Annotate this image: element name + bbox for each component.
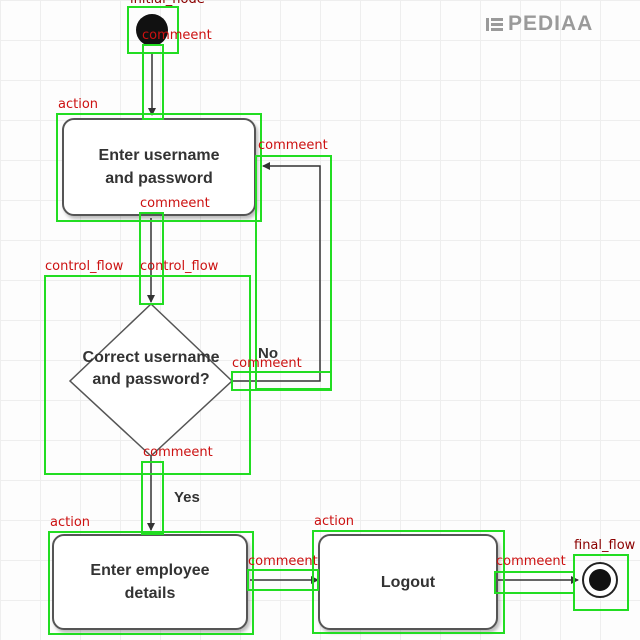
annotation-box-comment-loop: [255, 155, 332, 390]
annotation-label-action-logout: action: [314, 514, 355, 529]
edge-label-no: No: [258, 345, 278, 362]
annotation-box-comment-employee-logout: [247, 569, 319, 591]
edge-label-yes: Yes: [174, 489, 200, 506]
annotation-label-control-flow-a: control_flow: [45, 259, 124, 274]
decision-text: Correct username and password?: [82, 349, 220, 388]
action-logout-text: Logout: [380, 573, 436, 591]
annotation-label-comment-employee-logout: commeent: [248, 554, 318, 569]
action-enter-credentials-text: Enter username and password: [98, 147, 220, 187]
logo-text: PEDIAA: [508, 12, 594, 35]
action-enter-employee-text: Enter employee details: [90, 562, 210, 602]
annotation-label-initial-node: initial_node: [130, 0, 205, 7]
action-enter-credentials: Enter username and password: [62, 118, 256, 216]
annotation-box-action-logout: [312, 530, 505, 634]
annotation-box-control-flow: [44, 275, 251, 475]
decision-diamond: [68, 302, 234, 458]
annotation-label-comment-no: commeent: [232, 356, 302, 371]
annotation-label-comment-yes: commeent: [143, 445, 213, 460]
annotation-box-final-node: [573, 554, 629, 611]
annotation-label-comment-loop: commeent: [258, 138, 328, 153]
annotation-label-action-credentials: action: [58, 97, 99, 112]
pediaa-logo: PEDIAA: [486, 12, 593, 36]
annotation-box-comment-logout-final: [494, 571, 575, 594]
annotation-box-comment-no: [231, 371, 332, 391]
annotation-label-control-flow-b: control_flow: [140, 259, 219, 274]
edge-decision-no-loop: [232, 162, 321, 382]
annotation-label-comment-logout-final: commeent: [496, 554, 566, 569]
action-logout: Logout: [318, 534, 498, 630]
annotation-label-action-employee: action: [50, 515, 91, 530]
annotation-box-comment-mid: [139, 212, 164, 305]
annotation-box-action-credentials: [56, 113, 262, 222]
annotation-box-initial-node: [127, 6, 179, 54]
final-node-inner-dot: [589, 569, 611, 591]
initial-node-icon: [136, 14, 168, 46]
annotation-box-comment-yes: [141, 461, 164, 535]
pediaa-logo-icon: [486, 17, 503, 31]
annotation-box-action-employee: [48, 531, 254, 635]
action-enter-employee: Enter employee details: [52, 534, 248, 630]
annotation-label-comment-mid: commeent: [140, 196, 210, 211]
annotation-label-comment-top: commeent: [142, 28, 212, 43]
annotation-box-comment-top: [142, 44, 164, 120]
annotation-label-final-node: final_flow: [574, 538, 636, 553]
